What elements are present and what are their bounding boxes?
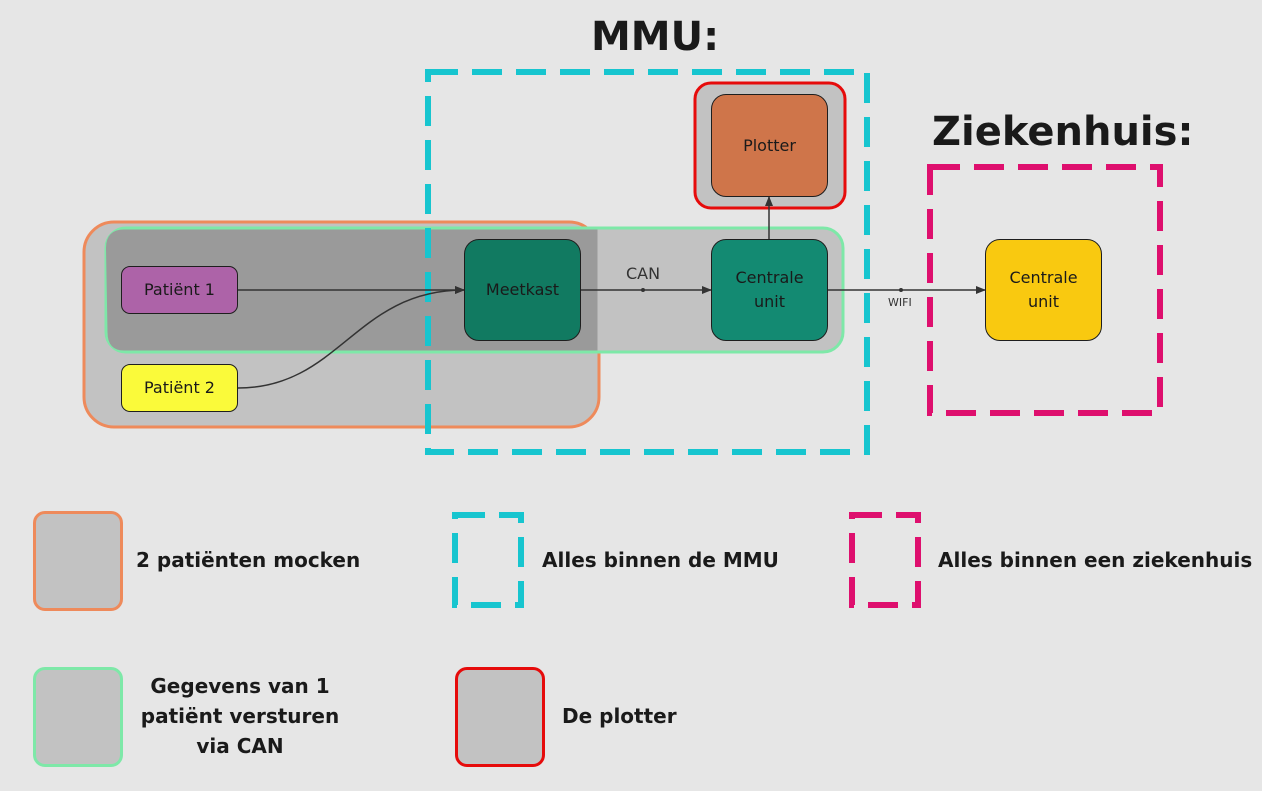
legend-mock-swatch <box>33 511 123 611</box>
can-connector-dot <box>641 288 645 292</box>
mmu-boundary <box>425 69 870 455</box>
can-label: CAN <box>626 264 661 283</box>
plotter-node[interactable]: Plotter <box>711 94 828 197</box>
legend-plotter-swatch <box>455 667 545 767</box>
legend-can-swatch <box>33 667 123 767</box>
legend-hospital-text: Alles binnen een ziekenhuis <box>938 548 1253 572</box>
legend-mmu-text: Alles binnen de MMU <box>542 548 779 572</box>
central-unit-hospital-node[interactable]: Centrale unit <box>985 239 1102 341</box>
legend-hospital-swatch <box>849 512 921 608</box>
central-unit-mmu-node[interactable]: Centrale unit <box>711 239 828 341</box>
meetkast-node[interactable]: Meetkast <box>464 239 581 341</box>
mmu-heading: MMU: <box>591 14 720 60</box>
legend-can-text: Gegevens van 1 patiënt versturen via CAN <box>140 674 340 758</box>
patient-2-node[interactable]: Patiënt 2 <box>121 364 238 412</box>
hospital-heading: Ziekenhuis: <box>932 109 1194 155</box>
legend-mock-text: 2 patiënten mocken <box>136 548 361 572</box>
patient-1-node[interactable]: Patiënt 1 <box>121 266 238 314</box>
wifi-label: WIFI <box>888 296 912 309</box>
legend-plotter-text: De plotter <box>562 704 677 728</box>
connector-patient2-meetkast <box>237 286 465 389</box>
legend-mmu-swatch <box>452 512 524 608</box>
hospital-boundary <box>927 164 1163 416</box>
wifi-connector-dot <box>899 288 903 292</box>
